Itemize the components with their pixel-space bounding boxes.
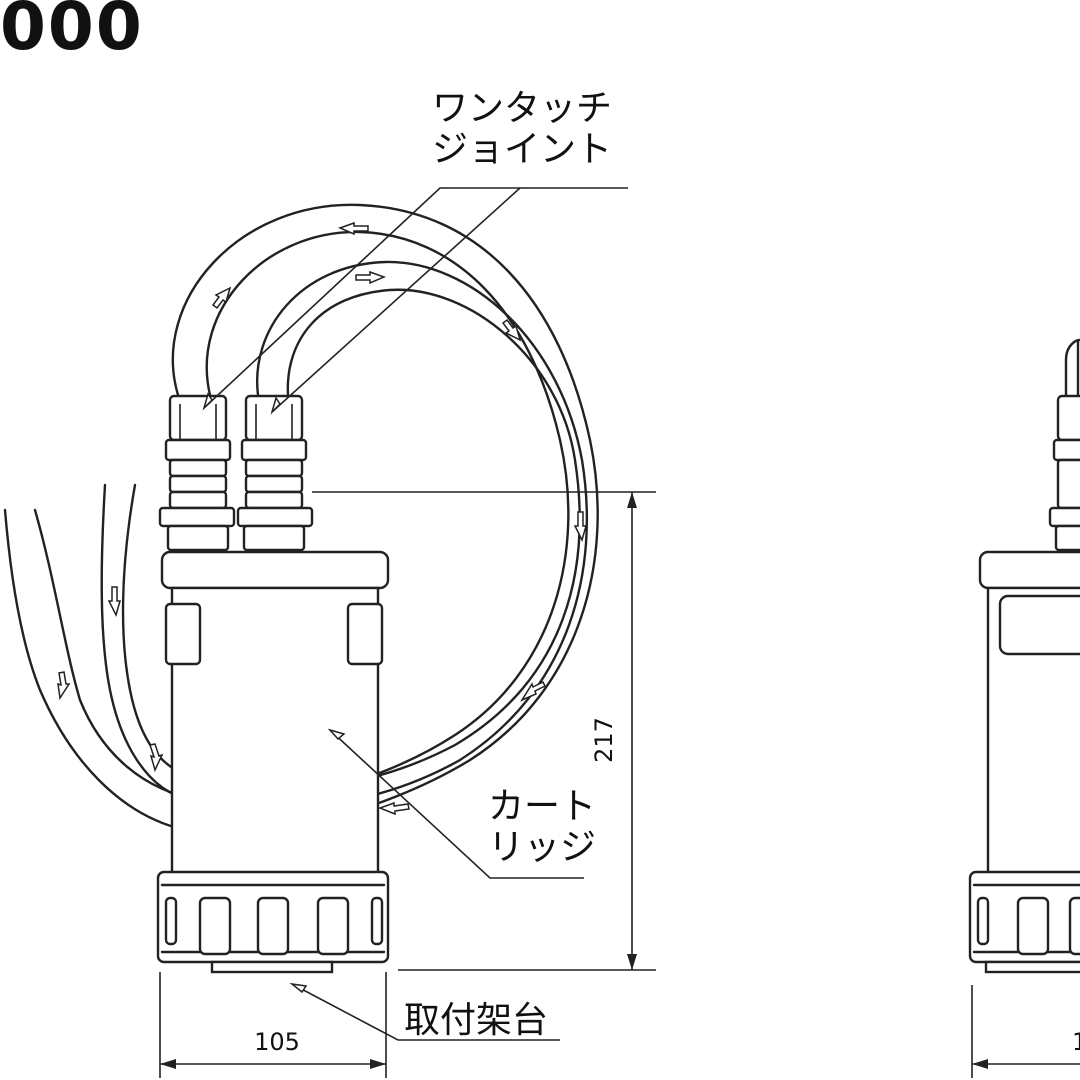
mount-label: 取付架台 bbox=[404, 1000, 549, 1041]
dimension-height bbox=[312, 491, 656, 971]
flow-arrow-icon bbox=[377, 801, 410, 816]
cartridge-label: カート リッジ bbox=[488, 786, 596, 869]
one-touch-joint-right bbox=[236, 394, 314, 552]
flow-arrow-icon bbox=[520, 680, 547, 702]
flow-arrow-icon bbox=[501, 318, 522, 342]
cartridge-label-line2: リッジ bbox=[488, 827, 597, 869]
dimension-width-label: 105 bbox=[254, 1028, 300, 1056]
joint-label-line1: ワンタッチ bbox=[432, 88, 613, 129]
cartridge-body bbox=[156, 550, 390, 974]
one-touch-joint-left bbox=[158, 394, 236, 552]
cartridge-label-line1: カート bbox=[488, 786, 597, 827]
joint-label: ワンタッチ ジョイント bbox=[432, 88, 612, 171]
model-number-title: 000 bbox=[0, 0, 144, 65]
dimension-width bbox=[159, 972, 387, 1078]
flow-arrow-icon bbox=[573, 511, 587, 543]
flow-arrow-icon bbox=[107, 586, 121, 618]
joint-label-line2: ジョイント bbox=[432, 129, 613, 171]
flow-arrow-icon bbox=[355, 270, 387, 285]
dimension-height-label: 217 bbox=[590, 717, 618, 763]
leader-lines bbox=[202, 187, 628, 1041]
side-view bbox=[968, 338, 1080, 1078]
flow-arrow-icon bbox=[211, 286, 232, 310]
flow-arrow-icon bbox=[57, 671, 71, 701]
flow-arrow-icon bbox=[337, 221, 369, 236]
hose-loop bbox=[3, 203, 599, 836]
flow-arrow-icon bbox=[149, 743, 164, 773]
dimension-side-width-label: 1 bbox=[1072, 1028, 1080, 1056]
flow-arrows bbox=[57, 221, 587, 828]
